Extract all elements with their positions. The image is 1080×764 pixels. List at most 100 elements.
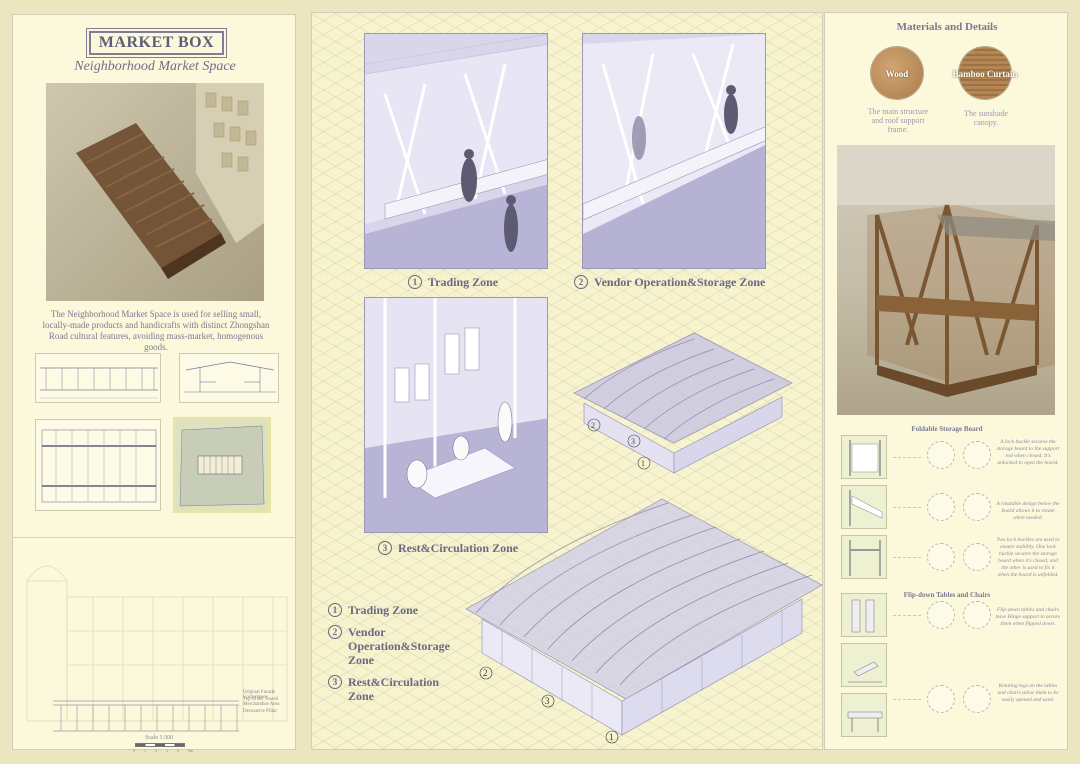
elevation-note-2: Top of the Tented Merchandise Area <box>243 697 280 707</box>
wood-label: Wood <box>885 69 909 79</box>
marker-2: 2 <box>591 421 595 430</box>
storage-board-thumb-1 <box>841 435 887 479</box>
rest-zone-drawing <box>365 298 547 532</box>
wooden-stall-render-image <box>837 145 1055 415</box>
vendor-zone-illustration <box>582 33 766 269</box>
right-panel: Materials and Details Wood The main stru… <box>824 12 1068 750</box>
marker-circle <box>479 666 493 680</box>
double-buckle-detail <box>927 543 955 571</box>
aerial-render-illustration <box>76 83 264 279</box>
rotation-detail <box>927 493 955 521</box>
marker-1: 1 <box>609 732 614 742</box>
storage-board-thumb-2 <box>841 485 887 529</box>
table-thumb-3 <box>841 693 887 737</box>
vendor-zone-drawing <box>583 34 765 268</box>
scale-tick: 1 <box>143 748 146 753</box>
street-elevation-drawing <box>13 541 297 751</box>
trading-zone-illustration <box>364 33 548 269</box>
marker-circle <box>587 418 601 432</box>
marker-circle <box>541 694 555 708</box>
storage-board-title: Foldable Storage Board <box>911 425 983 433</box>
table-sketch <box>848 661 882 683</box>
scale-tick: 3 <box>165 748 168 753</box>
rest-zone-illustration <box>364 297 548 533</box>
trading-zone-drawing <box>365 34 547 268</box>
scale-tick: 4 <box>176 748 179 753</box>
aerial-render-image <box>46 83 264 301</box>
storage-board-thumb-3 <box>841 535 887 579</box>
street-elevation-lines <box>26 565 288 732</box>
legend-number-badge: 2 <box>328 625 342 639</box>
double-buckle-detail-2 <box>963 543 991 571</box>
table-sketch <box>847 711 883 732</box>
left-panel: MARKET BOX Neighborhood Market Space The… <box>12 14 297 753</box>
lock-buckle-detail-2 <box>963 441 991 469</box>
scale-tick: 5m <box>187 748 193 753</box>
bamboo-label: Bamboo Curtain <box>952 69 1018 79</box>
zone-caption-text: Rest&Circulation Zone <box>398 541 519 555</box>
zone-legend: 1 Trading Zone 2 Vendor Operation&Storag… <box>328 603 468 711</box>
rotating-leg-detail <box>927 685 955 713</box>
storage-board-sketch <box>849 490 883 526</box>
tables-chairs-title: Flip-down Tables and Chairs <box>903 591 991 599</box>
marker-circle <box>627 434 641 448</box>
poster-title: MARKET BOX <box>86 28 227 58</box>
scale-bar <box>135 743 185 747</box>
table-sketch <box>851 599 875 633</box>
poster-subtitle: Neighborhood Market Space <box>74 59 236 74</box>
legend-label: Trading Zone <box>348 603 419 617</box>
wood-swatch <box>871 47 923 99</box>
leader-line <box>893 699 921 700</box>
bamboo-swatch <box>959 47 1011 99</box>
plan-lines <box>41 429 157 503</box>
wood-description: The main structure and roof support fram… <box>867 107 929 134</box>
legend-item: 1 Trading Zone <box>328 603 468 617</box>
leader-line <box>893 507 921 508</box>
elevation-note-1: Original Facade Cornerpiece <box>243 690 276 700</box>
legend-label: Vendor Operation&Storage Zone <box>348 625 450 667</box>
storage-note-3: Two lock buckles are used to ensure stab… <box>996 537 1060 578</box>
legend-label: Rest&Circulation Zone <box>348 675 440 703</box>
section-drawing <box>179 353 279 403</box>
elevation-note-3: Decorative Pillar <box>243 709 278 714</box>
lock-buckle-detail <box>927 441 955 469</box>
rotating-leg-detail-2 <box>963 685 991 713</box>
marker-3: 3 <box>631 437 635 446</box>
site-plan-map <box>176 420 268 510</box>
table-thumb-2 <box>841 643 887 687</box>
rotation-detail-2 <box>963 493 991 521</box>
vendor-zone-caption: 2 Vendor Operation&Storage Zone <box>574 275 765 290</box>
scale-ticks: 0 1 2 3 4 5m <box>133 748 193 753</box>
legend-number-badge: 3 <box>328 675 342 689</box>
zone-number-badge: 2 <box>574 275 588 289</box>
marker-2: 2 <box>483 668 488 678</box>
leader-line <box>893 457 921 458</box>
hinge-detail <box>927 601 955 629</box>
scale-label: Scale 1:300 <box>145 735 174 741</box>
side-elevation-drawing <box>35 353 161 403</box>
scale-tick: 2 <box>154 748 157 753</box>
marker-1: 1 <box>641 459 645 468</box>
marker-circle <box>605 730 619 744</box>
bamboo-description: The sunshade canopy. <box>964 109 1008 127</box>
storage-board-sketch <box>849 540 881 576</box>
table-thumb-1 <box>841 593 887 637</box>
zone-caption-text: Vendor Operation&Storage Zone <box>594 275 766 289</box>
small-axonometric-diagram: 2 3 1 <box>573 332 793 474</box>
legend-number-badge: 1 <box>328 603 342 617</box>
leader-line <box>893 615 921 616</box>
storage-note-2: A rotatable design below the board allow… <box>996 501 1060 521</box>
tables-note-2: Rotating legs on the tables and chairs a… <box>997 683 1059 703</box>
storage-note-1: A lock buckle secures the storage board … <box>996 439 1060 466</box>
plan-drawing <box>35 419 161 511</box>
side-elevation-lines <box>40 367 158 399</box>
zone-number-badge: 1 <box>408 275 422 289</box>
tables-note-1: Flip-down tables and chairs have Hinge s… <box>995 607 1061 627</box>
project-description: The Neighborhood Market Space is used fo… <box>42 309 270 352</box>
wooden-stall-illustration <box>837 145 1055 397</box>
scale-tick: 0 <box>133 748 135 753</box>
divider <box>13 537 297 538</box>
